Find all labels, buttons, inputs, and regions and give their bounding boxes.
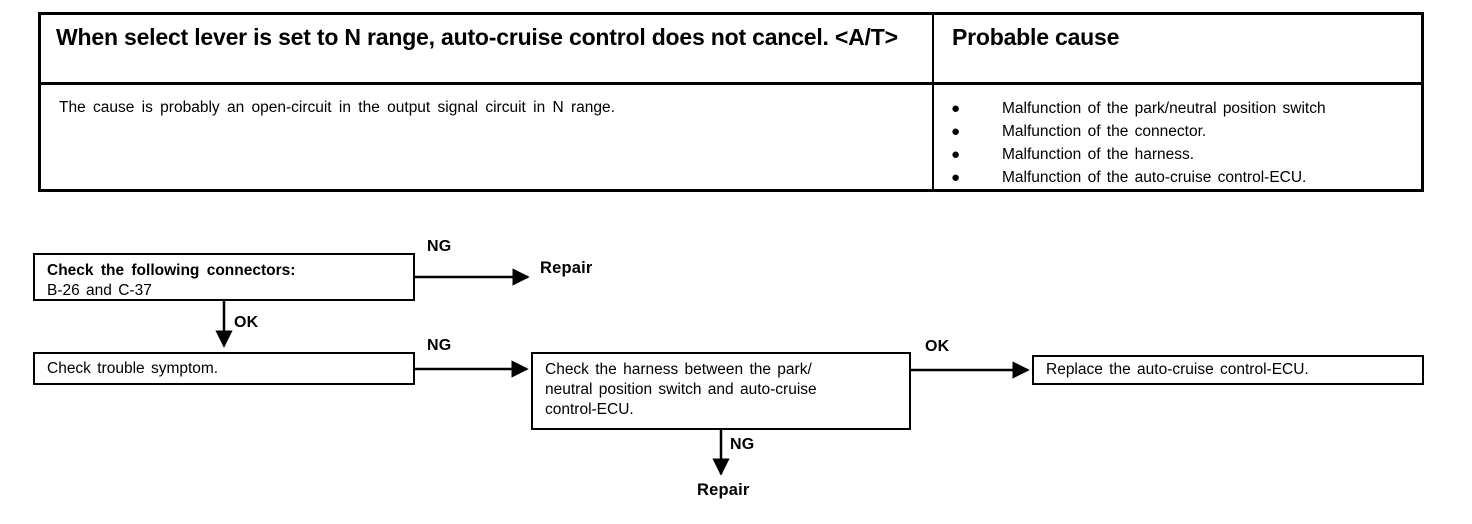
edge-label-ok-harness: OK — [925, 338, 950, 355]
edge-label-ng-harness: NG — [730, 436, 755, 453]
symptom-title: When select lever is set to N range, aut… — [56, 24, 898, 50]
table-header-row: When select lever is set to N range, aut… — [41, 15, 1421, 85]
replace-ecu-line1: Replace the auto-cruise control-ECU. — [1046, 361, 1309, 378]
flow-box-replace-ecu[interactable]: Replace the auto-cruise control-ECU. — [1032, 355, 1424, 385]
probable-cause-title: Probable cause — [952, 24, 1120, 50]
body-cell-causes: ● Malfunction of the park/neutral positi… — [934, 85, 1421, 189]
check-connectors-line1: Check the following connectors: — [47, 262, 296, 279]
check-harness-line2: neutral position switch and auto-cruise — [545, 381, 817, 398]
check-harness-line3: control-ECU. — [545, 401, 634, 418]
probable-cause-list: ● Malfunction of the park/neutral positi… — [934, 85, 1421, 189]
flow-box-check-connectors[interactable]: Check the following connectors: B-26 and… — [33, 253, 415, 301]
list-item: ● Malfunction of the auto-cruise control… — [934, 166, 1421, 189]
bullet-icon: ● — [951, 146, 961, 163]
flow-box-check-harness[interactable]: Check the harness between the park/ neut… — [531, 352, 911, 430]
list-item-label: Malfunction of the park/neutral position… — [1002, 100, 1326, 117]
check-connectors-line2: B-26 and C-37 — [47, 282, 152, 299]
header-cell-symptom: When select lever is set to N range, aut… — [41, 15, 934, 82]
list-item: ● Malfunction of the park/neutral positi… — [934, 97, 1421, 120]
bullet-icon: ● — [951, 100, 961, 117]
flow-terminal-repair-bottom: Repair — [697, 481, 750, 499]
header-cell-probable-cause: Probable cause — [934, 15, 1421, 82]
list-item-label: Malfunction of the connector. — [1002, 123, 1207, 140]
list-item: ● Malfunction of the connector. — [934, 120, 1421, 143]
edge-label-ok-connectors: OK — [234, 314, 259, 331]
symptom-table: When select lever is set to N range, aut… — [38, 12, 1424, 192]
cause-description: The cause is probably an open-circuit in… — [59, 99, 615, 116]
bullet-icon: ● — [951, 169, 961, 186]
list-item: ● Malfunction of the harness. — [934, 143, 1421, 166]
edge-label-ng-connectors: NG — [427, 238, 452, 255]
list-item-label: Malfunction of the harness. — [1002, 146, 1195, 163]
list-item-label: Malfunction of the auto-cruise control-E… — [1002, 169, 1307, 186]
table-body-row: The cause is probably an open-circuit in… — [41, 85, 1421, 189]
check-symptom-line1: Check trouble symptom. — [47, 360, 219, 377]
body-cell-description: The cause is probably an open-circuit in… — [41, 85, 934, 189]
check-harness-line1: Check the harness between the park/ — [545, 361, 812, 378]
bullet-icon: ● — [951, 123, 961, 140]
flow-box-check-symptom[interactable]: Check trouble symptom. — [33, 352, 415, 385]
edge-label-ng-symptom: NG — [427, 337, 452, 354]
flow-terminal-repair-top: Repair — [540, 259, 593, 277]
